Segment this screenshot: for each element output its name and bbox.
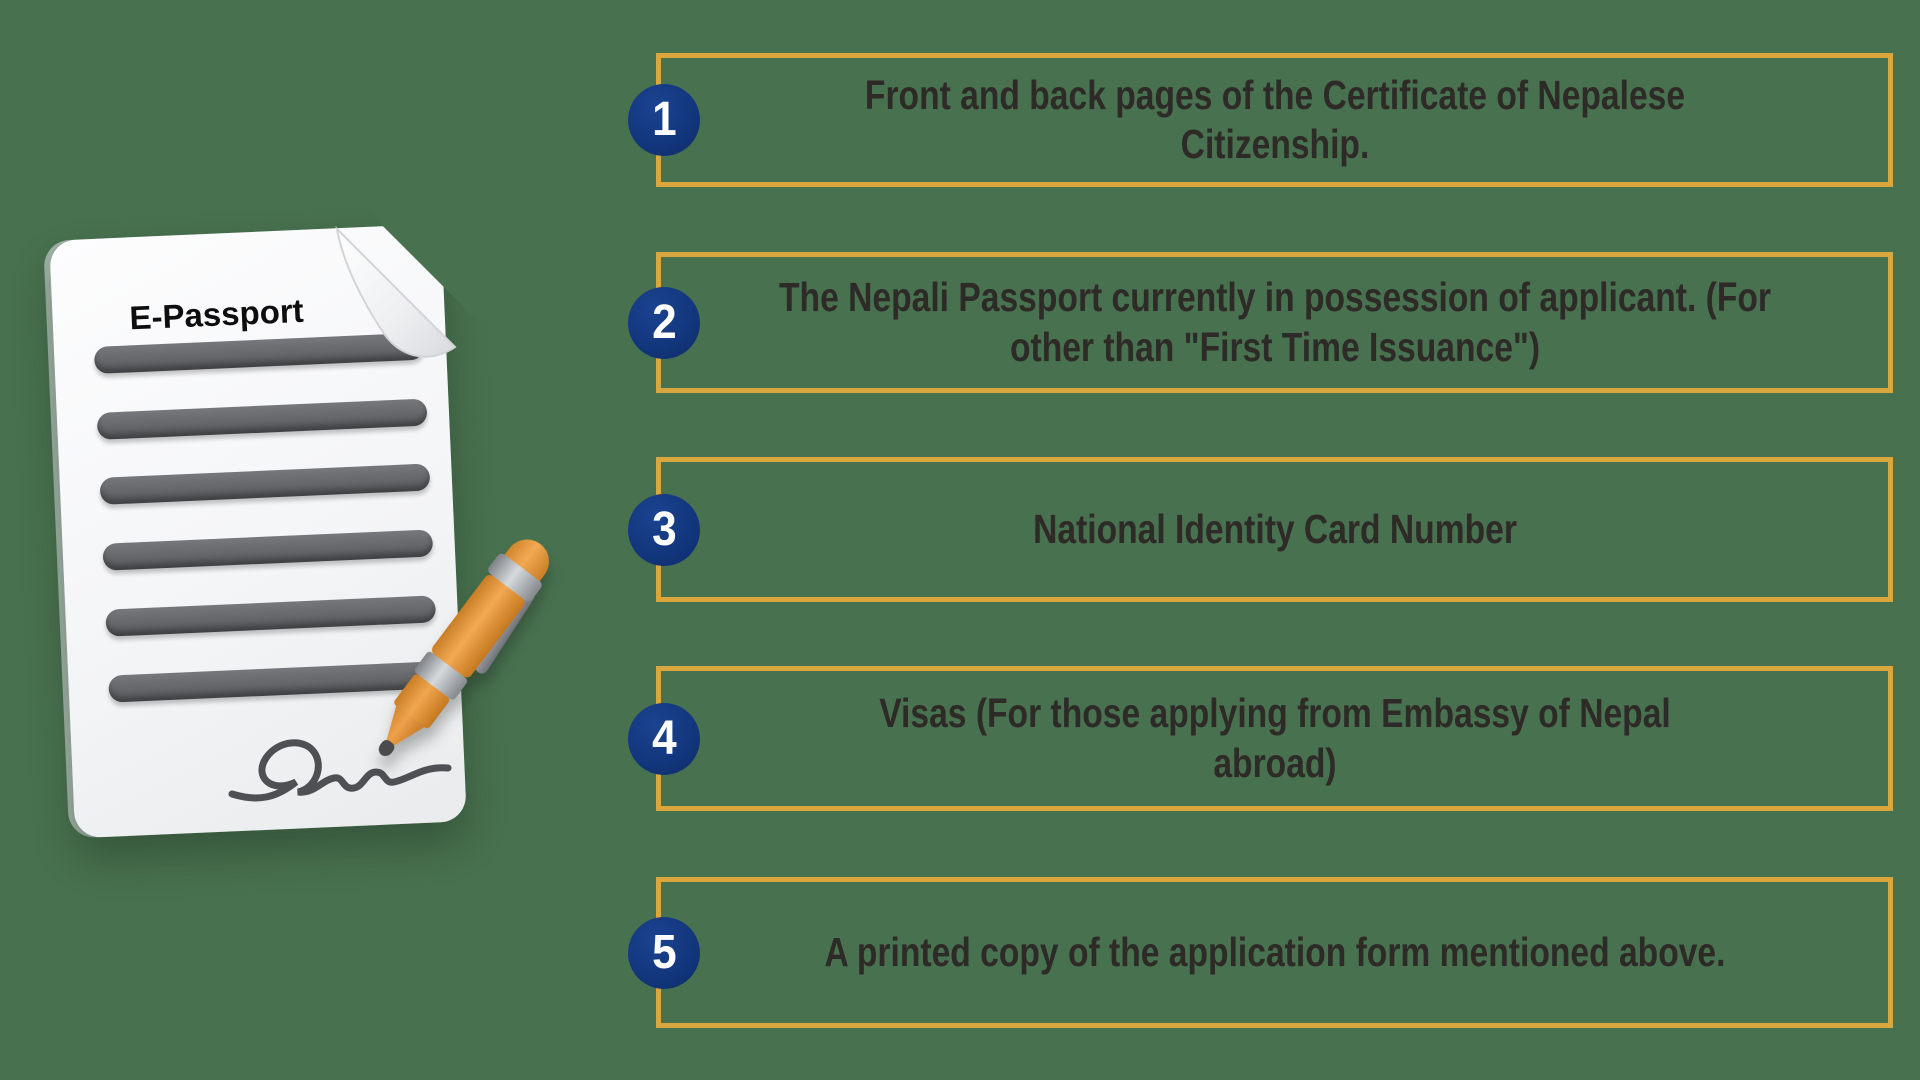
requirement-box-1: 1 Front and back pages of the Certificat…	[628, 53, 1893, 187]
requirement-box-4: 4 Visas (For those applying from Embassy…	[628, 666, 1893, 811]
requirement-number: 5	[651, 925, 677, 979]
requirement-number: 2	[651, 295, 677, 349]
document-text-bar	[96, 398, 428, 440]
requirement-number: 4	[651, 711, 677, 765]
document-text-bar	[108, 661, 440, 703]
requirement-box-2: 2 The Nepali Passport currently in posse…	[628, 252, 1893, 393]
requirement-text: Visas (For those applying from Embassy o…	[878, 690, 1671, 786]
requirement-box-5: 5 A printed copy of the application form…	[628, 877, 1893, 1028]
requirement-number: 1	[651, 93, 677, 146]
requirement-number-badge: 1	[628, 84, 700, 156]
requirement-number-badge: 4	[628, 702, 700, 775]
requirement-text: A printed copy of the application form m…	[824, 928, 1725, 975]
requirement-number-badge: 5	[628, 916, 700, 989]
requirement-text: The Nepali Passport currently in possess…	[778, 274, 1771, 370]
requirement-text: Front and back pages of the Certificate …	[864, 71, 1685, 167]
requirement-number-badge: 2	[628, 286, 700, 359]
requirement-text: National Identity Card Number	[1032, 505, 1517, 552]
requirement-number-badge: 3	[628, 493, 700, 566]
document-text-bar	[99, 463, 431, 505]
page-fold-icon	[335, 226, 457, 358]
signature-icon	[228, 739, 452, 802]
document-text-bar	[102, 529, 434, 571]
requirement-box-3: 3 National Identity Card Number	[628, 457, 1893, 602]
requirement-number: 3	[651, 502, 677, 556]
document-text-bar	[105, 595, 437, 637]
